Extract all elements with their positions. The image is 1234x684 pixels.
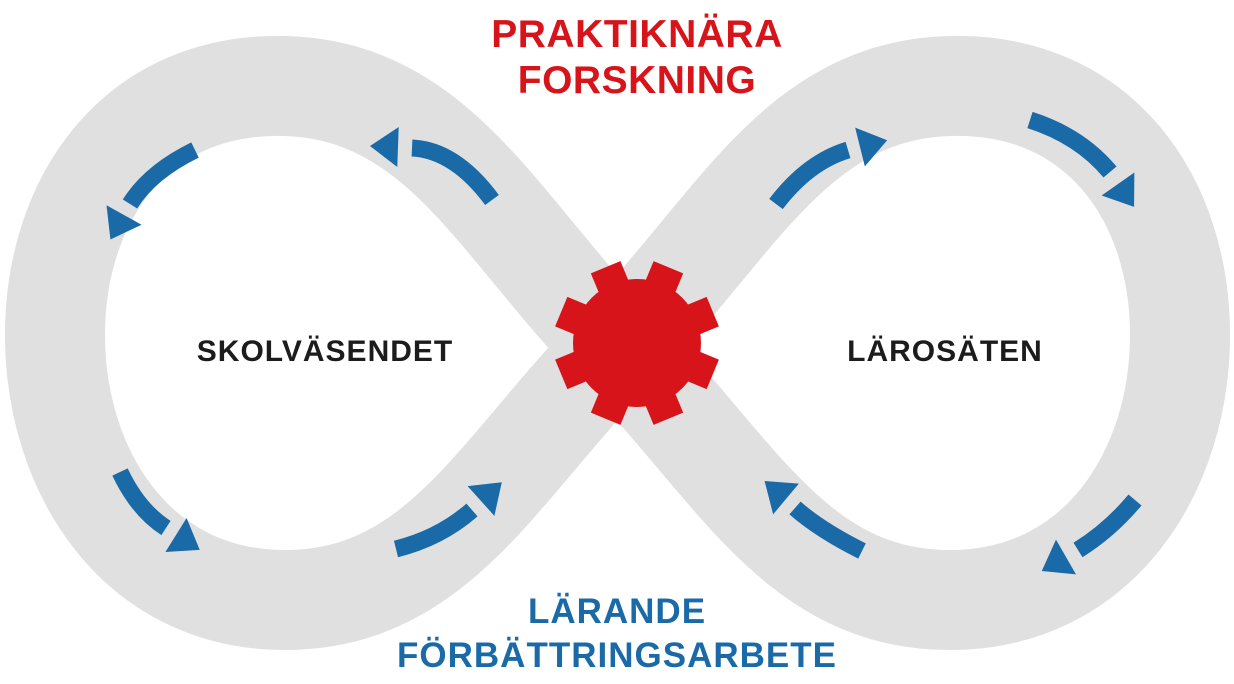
flow-arrows (106, 111, 1142, 575)
right-loop-label: LÄROSÄTEN (847, 335, 1043, 368)
gear-icon (555, 261, 719, 425)
arrow-left-bottom-right (393, 482, 502, 558)
top-label-line-1: PRAKTIKNÄRA (491, 13, 783, 56)
top-label-line-2: FORSKNING (517, 59, 757, 102)
arrow-right-bottom-right (1041, 494, 1142, 575)
left-loop-label: SKOLVÄSENDET (196, 335, 454, 368)
arrow-left-top-left (106, 142, 199, 240)
bottom-label-line-2: FÖRBÄTTRINGSARBETE (397, 636, 837, 675)
bottom-label: LÄRANDE FÖRBÄTTRINGSARBETE (352, 590, 882, 678)
bottom-label-line-1: LÄRANDE (527, 592, 707, 631)
top-label: PRAKTIKNÄRA FORSKNING (417, 12, 857, 104)
arrow-right-bottom-left (764, 481, 866, 559)
arrow-right-top-left (769, 127, 888, 210)
arrow-left-bottom-left (112, 468, 200, 552)
arrow-right-top-right (1027, 111, 1135, 207)
arrow-left-top-right (370, 127, 499, 206)
